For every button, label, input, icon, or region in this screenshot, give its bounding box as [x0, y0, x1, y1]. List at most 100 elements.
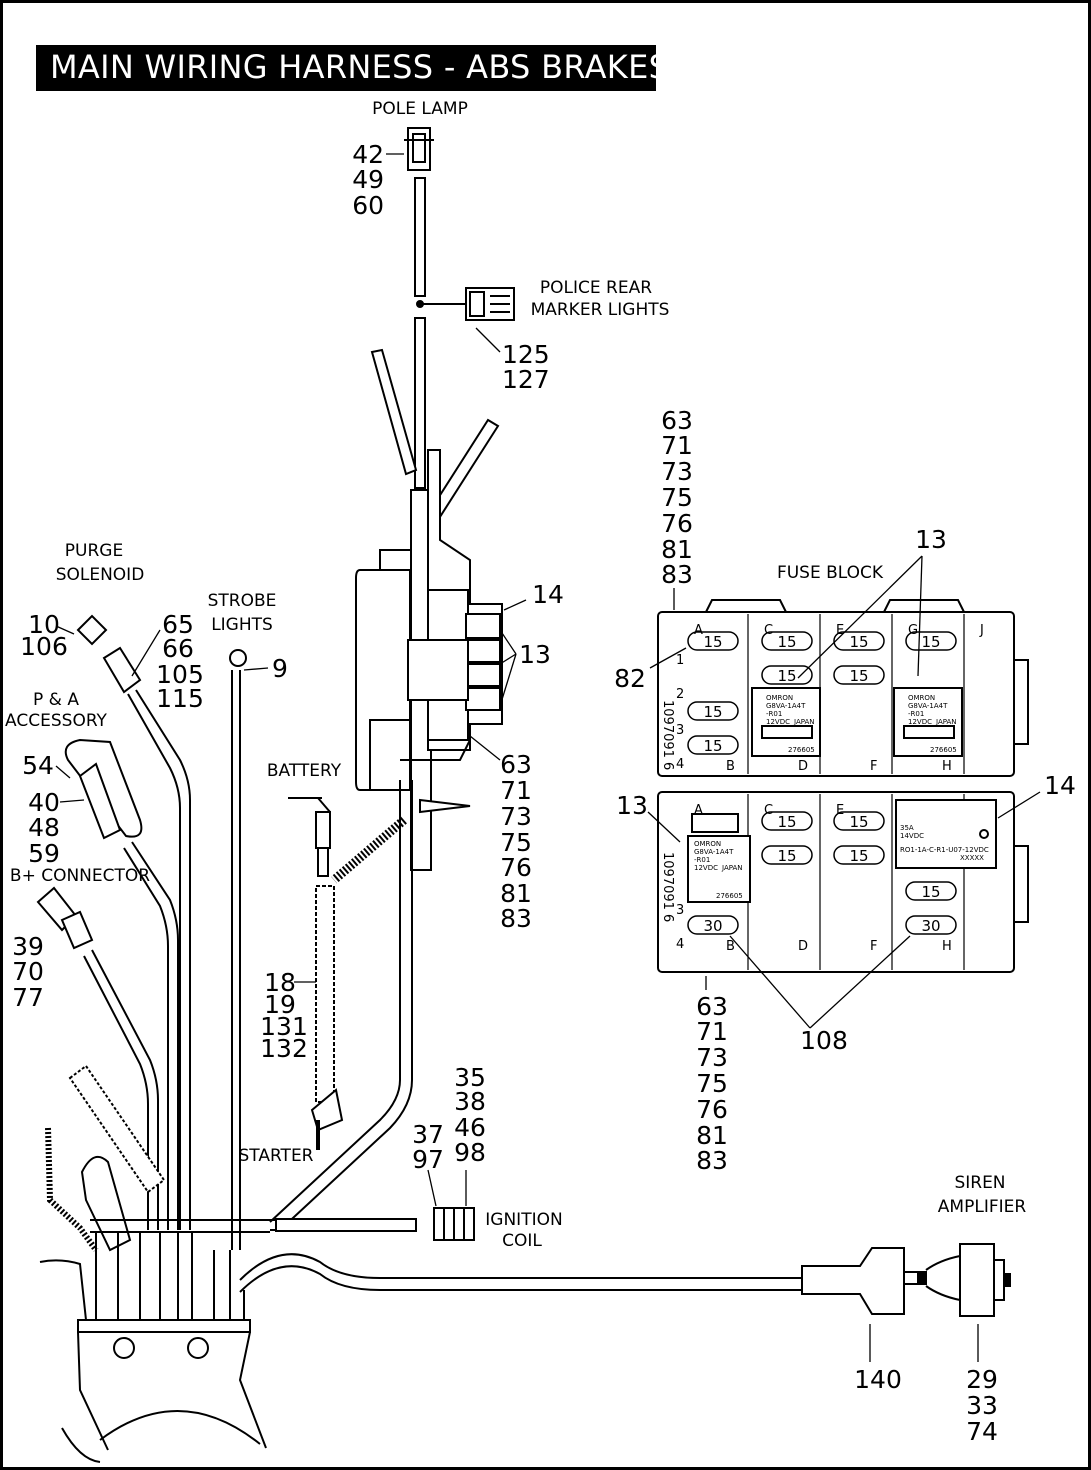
label-strobe-2: LIGHTS: [211, 615, 273, 635]
fuse-a3: 15: [703, 737, 722, 755]
callout-bottom-76: 76: [696, 1095, 728, 1124]
callout-37: 37: [412, 1120, 444, 1149]
main-harness: [269, 127, 515, 1231]
callout-115: 115: [156, 684, 204, 713]
callout-13-top: 13: [915, 525, 947, 554]
callout-13-lower: 13: [616, 791, 648, 820]
relay-2-suffix: -R01: [908, 710, 924, 718]
label-siren-2: AMPLIFIER: [938, 1197, 1027, 1217]
relay-3-model: G8VA-1A4T: [694, 848, 734, 856]
callout-mid-73: 73: [500, 802, 532, 831]
relay-1-code: 276605: [788, 746, 815, 754]
row-2: 2: [676, 687, 684, 702]
label-b-plus: B+ CONNECTOR: [10, 866, 150, 886]
label-battery: BATTERY: [267, 761, 342, 781]
callout-13-mid: 13: [519, 640, 551, 669]
fuse-lower-c1: 15: [777, 813, 796, 831]
lower-row-4: 4: [676, 937, 684, 952]
fuse-lower-e2: 15: [849, 847, 868, 865]
col-c: C: [764, 623, 773, 638]
lower-col-e: E: [836, 803, 844, 818]
relay-1-country: JAPAN: [793, 718, 815, 726]
callout-140: 140: [854, 1365, 902, 1394]
callout-bottom-73: 73: [696, 1043, 728, 1072]
callout-bottom-75: 75: [696, 1069, 728, 1098]
callout-77: 77: [12, 983, 44, 1012]
fuse-lower-g3: 15: [921, 883, 940, 901]
col-h: H: [942, 759, 952, 774]
callout-39: 39: [12, 932, 44, 961]
callout-54: 54: [22, 751, 54, 780]
lower-fuses: [687, 811, 957, 935]
label-purge-2: SOLENOID: [56, 565, 145, 585]
callout-fuse-top-75: 75: [661, 483, 693, 512]
callout-131: 131: [260, 1012, 308, 1041]
callout-numbers: 42 49 60 125 127 63 71 73 75 76 81 83 13…: [12, 140, 1076, 1446]
label-police-rear-1: POLICE REAR: [540, 278, 652, 298]
callout-35: 35: [454, 1063, 486, 1092]
lower-col-a: A: [694, 803, 703, 818]
relay-3-country: JAPAN: [721, 864, 743, 872]
callout-46: 46: [454, 1113, 486, 1142]
relay-3-suffix: -R01: [694, 856, 710, 864]
page-title: MAIN WIRING HARNESS - ABS BRAKES: [50, 48, 670, 86]
label-pa-2: ACCESSORY: [5, 711, 107, 731]
callout-42: 42: [352, 140, 384, 169]
leader-lines: [55, 153, 1041, 1362]
row-3: 3: [676, 723, 684, 738]
fuse-labels: 15 15 15 15 15 15 15 15 15 15 15 15 15 3…: [703, 633, 940, 935]
row-1: 1: [676, 653, 684, 668]
fuse-a2: 15: [703, 703, 722, 721]
callout-125: 125: [502, 340, 550, 369]
fuse-a1: 15: [703, 633, 722, 651]
relay-2-code: 276605: [930, 746, 957, 754]
label-strobe-1: STROBE: [208, 591, 277, 611]
fuse-c2: 15: [777, 667, 796, 685]
callout-mid-81: 81: [500, 879, 532, 908]
breaker-code: XXXXX: [960, 854, 984, 862]
callout-bottom-81: 81: [696, 1121, 728, 1150]
label-fuse-block: FUSE BLOCK: [777, 563, 884, 583]
fuse-lower-a4: 30: [703, 917, 722, 935]
col-f: F: [870, 759, 877, 774]
relay-3-brand: OMRON: [694, 840, 721, 848]
callout-108: 108: [800, 1026, 848, 1055]
callout-mid-83: 83: [500, 904, 532, 933]
label-starter: STARTER: [239, 1146, 314, 1166]
title-bar: MAIN WIRING HARNESS - ABS BRAKES: [36, 45, 669, 91]
fuse-e1: 15: [849, 633, 868, 651]
relay-2-brand: OMRON: [908, 694, 935, 702]
relay-2-volt: 12VDC: [908, 718, 932, 726]
lower-col-d: D: [798, 939, 808, 954]
callout-70: 70: [12, 957, 44, 986]
row-4: 4: [676, 757, 684, 772]
left-branches: [36, 614, 1011, 1463]
relay-1-suffix: -R01: [766, 710, 782, 718]
callout-bottom-63: 63: [696, 992, 728, 1021]
col-j: J: [979, 623, 984, 638]
lower-col-h: H: [942, 939, 952, 954]
callout-fuse-top-71: 71: [661, 431, 693, 460]
callout-60: 60: [352, 191, 384, 220]
fuse-g1: 15: [921, 633, 940, 651]
battery-cable: [288, 797, 344, 1150]
callout-98: 98: [454, 1138, 486, 1167]
col-e: E: [836, 623, 844, 638]
callout-18: 18: [264, 968, 296, 997]
callout-33: 33: [966, 1391, 998, 1420]
label-pole-lamp: POLE LAMP: [372, 99, 468, 119]
callout-65: 65: [162, 610, 194, 639]
callout-14-mid: 14: [532, 580, 564, 609]
callout-10: 10: [28, 610, 60, 639]
fuse-c1: 15: [777, 633, 796, 651]
col-d: D: [798, 759, 808, 774]
callout-mid-75: 75: [500, 828, 532, 857]
breaker-amps: 35A: [900, 824, 914, 832]
callout-fuse-top-63: 63: [661, 406, 693, 435]
callout-105: 105: [156, 660, 204, 689]
fuse-lower-c2: 15: [777, 847, 796, 865]
label-police-rear-2: MARKER LIGHTS: [531, 300, 670, 320]
callout-97: 97: [412, 1145, 444, 1174]
